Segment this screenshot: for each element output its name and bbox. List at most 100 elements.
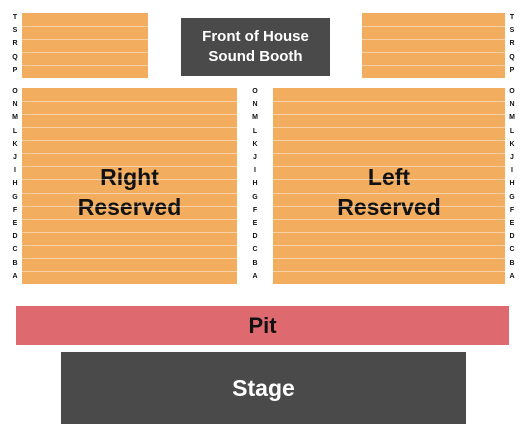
row-label: L <box>252 127 258 135</box>
row-label: B <box>252 259 258 267</box>
row-label: O <box>12 88 18 95</box>
row-label: I <box>14 167 16 175</box>
row-divider <box>362 65 505 66</box>
row-label: C <box>12 246 18 254</box>
row-divider <box>22 153 237 155</box>
row-label: G <box>252 193 258 201</box>
row-divider <box>273 166 505 168</box>
row-label: H <box>509 180 515 188</box>
row-label: E <box>252 220 258 227</box>
row-label: N <box>509 101 515 109</box>
row-label: P <box>12 66 18 74</box>
row-divider <box>273 140 505 142</box>
row-divider <box>22 39 148 40</box>
row-label: O <box>252 88 258 95</box>
row-label: M <box>252 114 258 122</box>
row-divider <box>273 127 505 129</box>
row-divider <box>22 166 237 168</box>
row-divider <box>22 179 237 181</box>
row-label: G <box>12 193 18 201</box>
sound-booth-line2: Sound Booth <box>208 48 303 65</box>
row-label: O <box>509 88 515 95</box>
row-label: F <box>12 206 18 214</box>
row-divider <box>273 101 505 103</box>
row-divider <box>362 52 505 53</box>
right-reserved-line2: Reserved <box>77 194 182 220</box>
row-label: L <box>509 127 515 135</box>
pit-section[interactable]: Pit <box>16 306 509 345</box>
row-label: S <box>509 27 515 35</box>
row-divider <box>22 231 237 233</box>
row-divider <box>273 270 505 272</box>
row-divider <box>273 231 505 233</box>
row-label: K <box>252 140 258 148</box>
row-divider <box>22 65 148 66</box>
right-reserved-line1: Right <box>100 164 159 190</box>
row-label: C <box>509 246 515 254</box>
right-reserved-label: Right Reserved <box>22 162 237 222</box>
upper-right-section[interactable] <box>362 13 505 78</box>
sound-booth-line1: Front of House <box>202 28 309 45</box>
row-label: N <box>252 101 258 109</box>
row-label: G <box>509 193 515 201</box>
row-label: R <box>509 40 515 48</box>
row-label: H <box>12 180 18 188</box>
row-label: S <box>12 27 18 35</box>
row-label: Q <box>509 53 515 61</box>
row-divider <box>273 257 505 259</box>
row-label: E <box>12 220 18 227</box>
row-divider <box>22 218 237 220</box>
row-divider <box>22 26 148 27</box>
upper-left-section[interactable] <box>22 13 148 78</box>
row-label: R <box>12 40 18 48</box>
row-divider <box>273 205 505 207</box>
stage: Stage <box>61 352 466 424</box>
row-divider <box>22 140 237 142</box>
left-reserved-line2: Reserved <box>337 194 441 220</box>
row-label: A <box>12 272 18 280</box>
row-label: H <box>252 180 258 188</box>
row-label: M <box>509 114 515 122</box>
left-reserved-section[interactable]: Left Reserved <box>273 88 505 284</box>
row-label: K <box>509 140 515 148</box>
row-label: T <box>12 14 18 21</box>
row-divider <box>362 26 505 27</box>
row-label: P <box>509 66 515 74</box>
row-label: F <box>252 206 258 214</box>
left-reserved-label: Left Reserved <box>273 162 505 222</box>
row-divider <box>273 153 505 155</box>
row-label: D <box>252 233 258 241</box>
row-label: M <box>12 114 18 122</box>
row-divider <box>22 52 148 53</box>
row-label: J <box>510 154 514 161</box>
row-divider <box>22 257 237 259</box>
row-label: F <box>509 206 515 214</box>
row-label: D <box>12 233 18 241</box>
row-label: Q <box>12 53 18 61</box>
row-label: B <box>12 259 18 267</box>
row-divider <box>273 179 505 181</box>
row-divider <box>273 114 505 116</box>
row-label: B <box>509 259 515 267</box>
row-divider <box>273 218 505 220</box>
row-label: A <box>509 272 515 280</box>
row-label: J <box>13 154 17 161</box>
pit-label: Pit <box>248 312 277 338</box>
row-divider <box>362 39 505 40</box>
row-label: C <box>252 246 258 254</box>
row-divider <box>273 192 505 194</box>
row-divider <box>22 101 237 103</box>
row-label: N <box>12 101 18 109</box>
right-reserved-section[interactable]: Right Reserved <box>22 88 237 284</box>
row-label: L <box>12 127 18 135</box>
row-label: I <box>254 167 256 175</box>
row-divider <box>22 270 237 272</box>
row-label: J <box>253 154 257 161</box>
row-divider <box>22 205 237 207</box>
left-reserved-line1: Left <box>367 164 411 190</box>
sound-booth: Front of House Sound Booth <box>181 18 330 76</box>
row-divider <box>22 114 237 116</box>
row-label: I <box>511 167 513 175</box>
row-label: A <box>252 272 258 280</box>
row-divider <box>22 192 237 194</box>
